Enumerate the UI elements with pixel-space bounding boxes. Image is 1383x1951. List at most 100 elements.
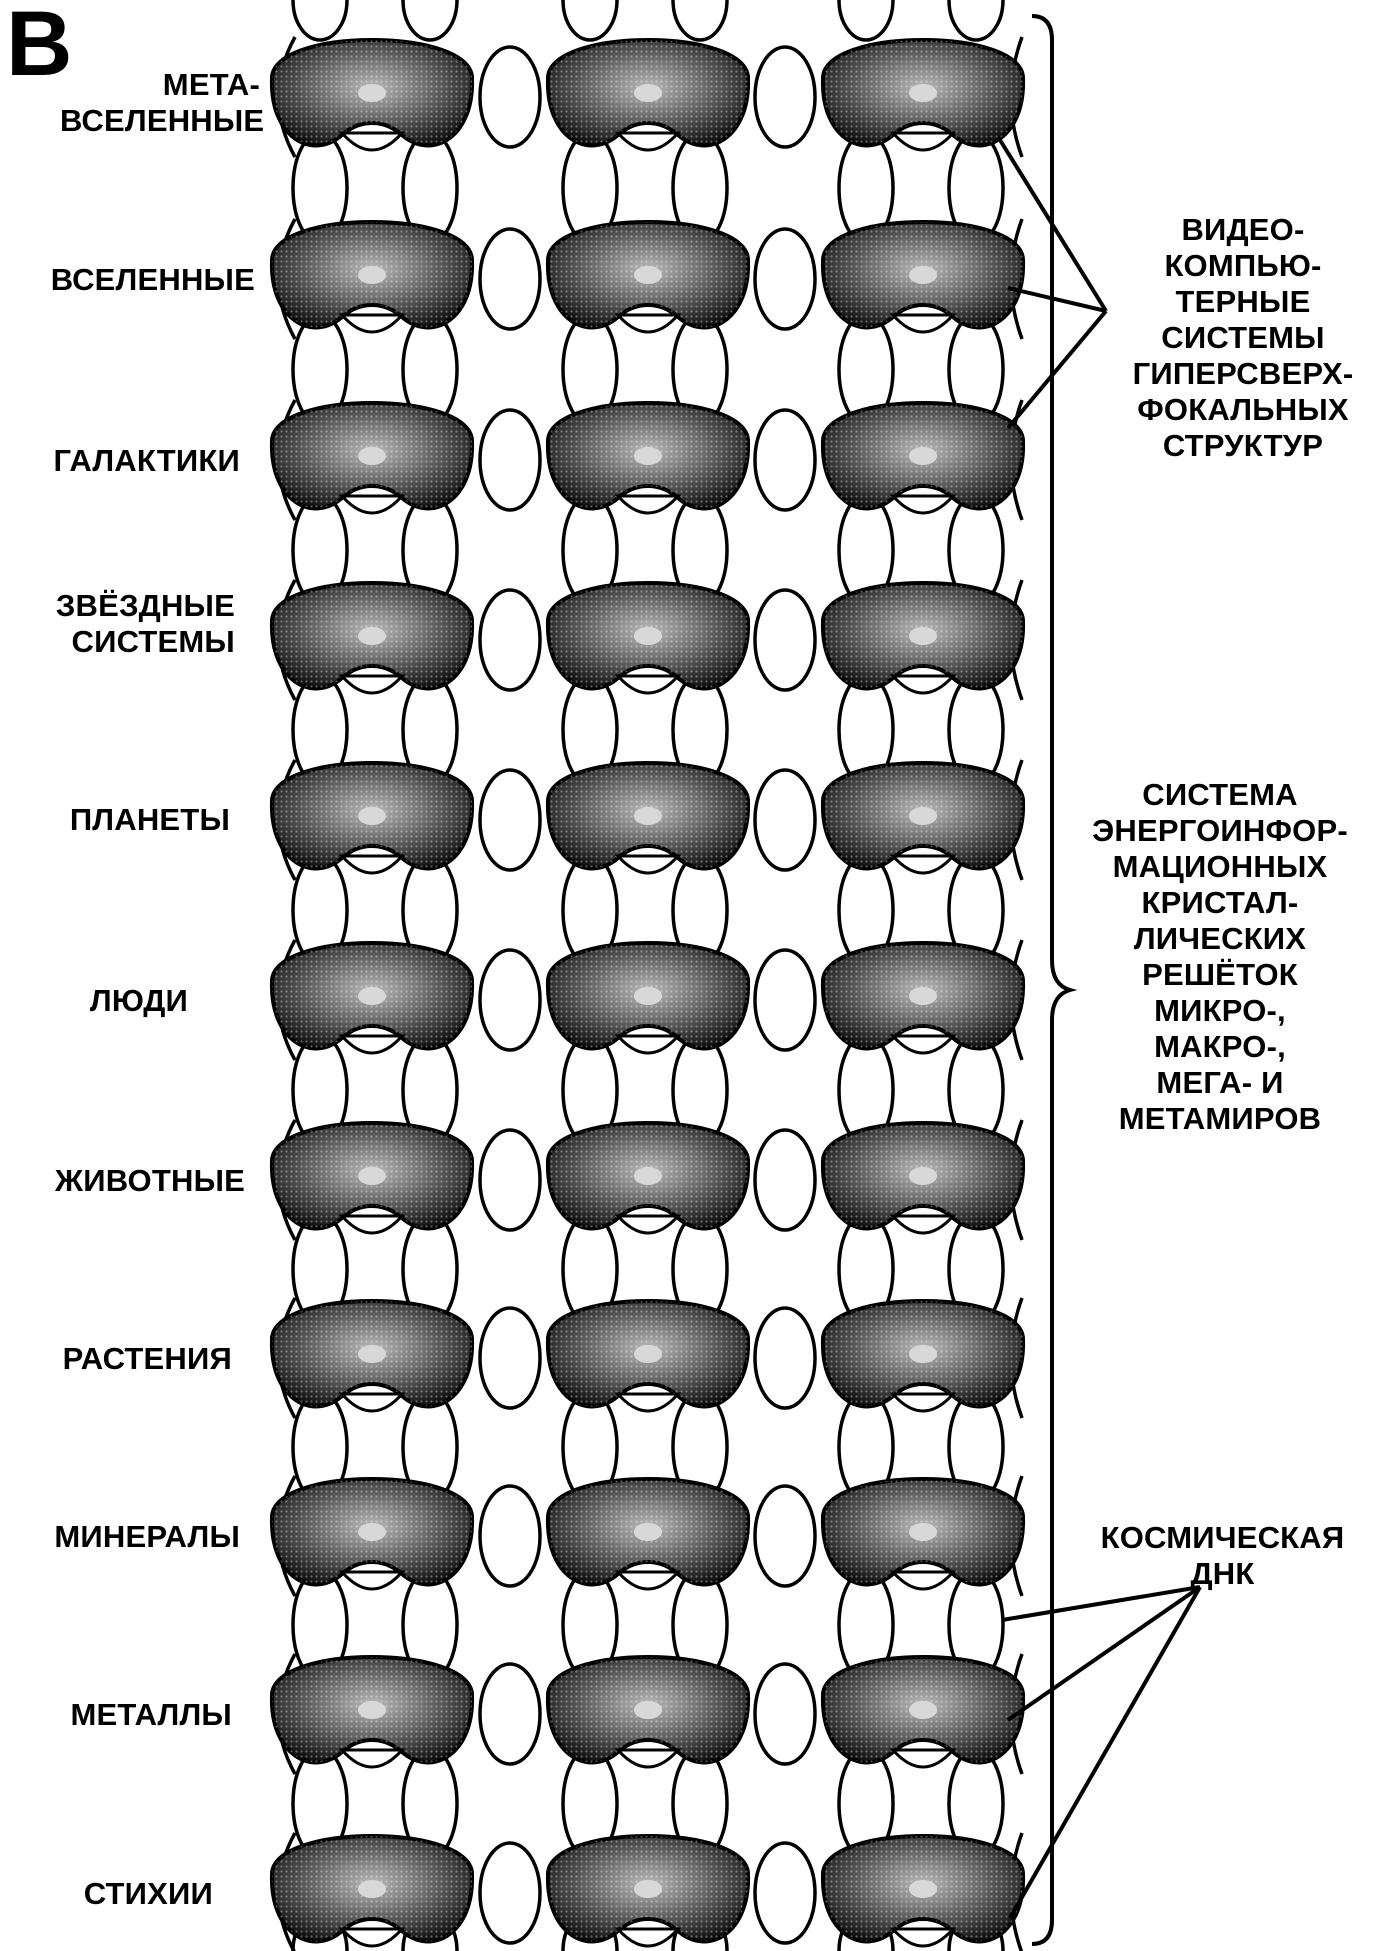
ring xyxy=(480,1130,540,1230)
ring xyxy=(293,0,347,40)
ring xyxy=(480,47,540,147)
annotation-lattice-system: СИСТЕМА ЭНЕРГОИНФОР- МАЦИОННЫХ КРИСТАЛ- … xyxy=(1060,777,1380,1137)
node-notch xyxy=(893,676,953,693)
row-label: МЕТАЛЛЫ xyxy=(0,1697,232,1733)
node-notch xyxy=(893,1036,953,1053)
node-notch xyxy=(893,496,953,513)
ring xyxy=(403,0,457,40)
node-highlight xyxy=(634,1345,662,1363)
row-label: ЖИВОТНЫЕ xyxy=(5,1163,245,1199)
node-highlight xyxy=(358,627,386,645)
ring xyxy=(480,770,540,870)
node-notch xyxy=(618,856,678,873)
row-label: ЗВЁЗДНЫЕ СИСТЕМЫ xyxy=(0,588,235,660)
row-label: ЛЮДИ xyxy=(38,983,188,1019)
node-notch xyxy=(893,1572,953,1589)
node-highlight xyxy=(634,1701,662,1719)
annotation-video-systems: ВИДЕО- КОМПЬЮ- ТЕРНЫЕ СИСТЕМЫ ГИПЕРСВЕРХ… xyxy=(1112,212,1374,464)
row-label: СТИХИИ xyxy=(23,1876,213,1912)
row-label: ГАЛАКТИКИ xyxy=(0,443,240,479)
node-highlight xyxy=(909,1345,937,1363)
node-notch xyxy=(618,496,678,513)
node-highlight xyxy=(909,627,937,645)
ring xyxy=(755,1843,815,1943)
node-notch xyxy=(893,1750,953,1767)
node-notch xyxy=(342,856,402,873)
row-label: МИНЕРАЛЫ xyxy=(0,1519,240,1555)
ring xyxy=(755,1308,815,1408)
node-highlight xyxy=(358,266,386,284)
ring xyxy=(755,47,815,147)
ring xyxy=(480,1664,540,1764)
row-label: РАСТЕНИЯ xyxy=(0,1341,232,1377)
node-highlight xyxy=(358,1701,386,1719)
node-notch xyxy=(893,133,953,150)
node-notch xyxy=(342,496,402,513)
node-notch xyxy=(342,1394,402,1411)
ring xyxy=(563,0,617,40)
node-highlight xyxy=(909,807,937,825)
pointer-line xyxy=(1008,1587,1200,1720)
ring xyxy=(673,0,727,40)
pointer-line xyxy=(1008,288,1106,311)
node-notch xyxy=(342,315,402,332)
row-label: ПЛАНЕТЫ xyxy=(30,802,230,838)
node-highlight xyxy=(909,1701,937,1719)
node-highlight xyxy=(909,266,937,284)
node-highlight xyxy=(634,987,662,1005)
ring xyxy=(480,590,540,690)
node-highlight xyxy=(634,1523,662,1541)
node-notch xyxy=(342,1572,402,1589)
ring xyxy=(755,590,815,690)
ring xyxy=(755,950,815,1050)
node-notch xyxy=(618,315,678,332)
node-notch xyxy=(618,1929,678,1946)
node-notch xyxy=(618,1572,678,1589)
annotation-cosmic-dna: КОСМИЧЕСКАЯ ДНК xyxy=(1065,1520,1380,1592)
node-notch xyxy=(893,315,953,332)
ring xyxy=(755,1130,815,1230)
node-highlight xyxy=(634,84,662,102)
ring xyxy=(480,1843,540,1943)
node-highlight xyxy=(909,84,937,102)
node-notch xyxy=(618,1394,678,1411)
node-notch xyxy=(893,1216,953,1233)
node-highlight xyxy=(909,447,937,465)
ring xyxy=(755,229,815,329)
node-notch xyxy=(618,1750,678,1767)
node-highlight xyxy=(358,1345,386,1363)
node-highlight xyxy=(358,447,386,465)
row-label: МЕТА- ВСЕЛЕННЫЕ xyxy=(60,67,260,139)
ring xyxy=(480,410,540,510)
ring xyxy=(755,1486,815,1586)
ring xyxy=(480,1486,540,1586)
node-highlight xyxy=(909,1167,937,1185)
node-highlight xyxy=(358,1880,386,1898)
node-highlight xyxy=(634,1167,662,1185)
ring xyxy=(949,0,1003,40)
node-highlight xyxy=(358,1523,386,1541)
node-highlight xyxy=(634,266,662,284)
node-notch xyxy=(618,133,678,150)
ring xyxy=(755,770,815,870)
node-highlight xyxy=(358,1167,386,1185)
node-notch xyxy=(342,1036,402,1053)
node-highlight xyxy=(358,987,386,1005)
node-notch xyxy=(342,1750,402,1767)
pointer-line xyxy=(1010,1587,1200,1918)
node-notch xyxy=(342,133,402,150)
node-highlight xyxy=(634,1880,662,1898)
node-notch xyxy=(618,1036,678,1053)
node-highlight xyxy=(909,1880,937,1898)
node-notch xyxy=(893,1929,953,1946)
node-highlight xyxy=(634,627,662,645)
node-notch xyxy=(342,1929,402,1946)
ring xyxy=(480,229,540,329)
node-notch xyxy=(618,676,678,693)
ring xyxy=(839,0,893,40)
ring xyxy=(480,950,540,1050)
node-highlight xyxy=(358,807,386,825)
node-notch xyxy=(893,1394,953,1411)
pointer-line xyxy=(1008,311,1106,428)
